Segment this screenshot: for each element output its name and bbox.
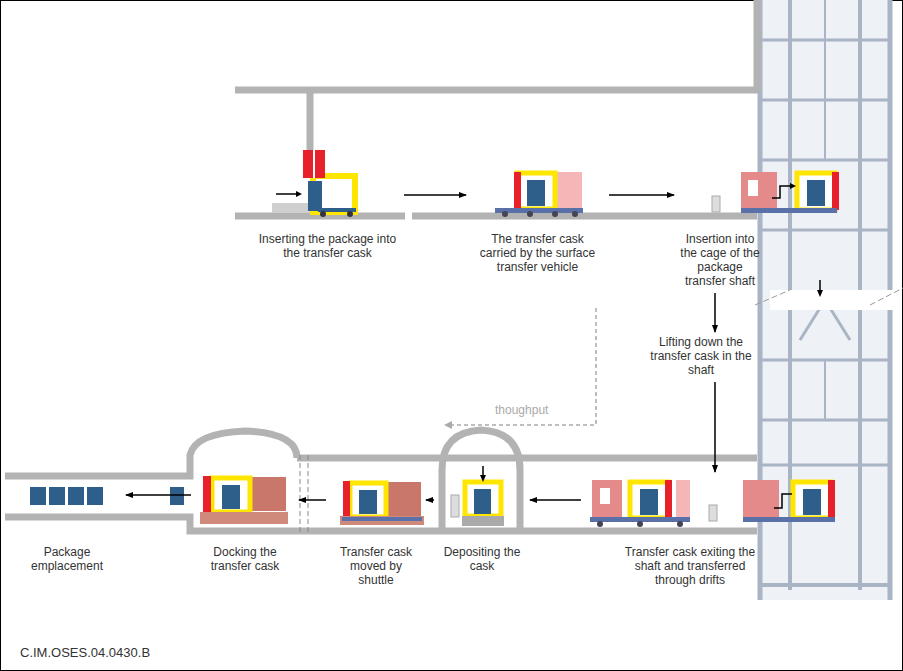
flow-arrow — [299, 499, 326, 501]
step-caption: Transfer cask exiting the shaft and tran… — [620, 545, 760, 587]
step-caption: Insertion into the cage of the package t… — [678, 232, 762, 288]
flow-label: thoughput — [493, 403, 550, 417]
process-step: Lifting down the transfer cask in the sh… — [645, 335, 757, 379]
drift-transfer — [590, 480, 835, 527]
cask-deposit — [451, 466, 504, 526]
docking — [170, 476, 288, 524]
step-caption: The transfer cask carried by the surface… — [472, 232, 604, 274]
process-step: Insertion into the cage of the package t… — [678, 168, 762, 290]
emplaced-packages — [30, 487, 103, 505]
flow-arrow — [426, 499, 434, 501]
process-step: Transfer cask moved by shuttle — [330, 476, 422, 589]
flow-arrow — [714, 382, 716, 472]
process-step: Inserting the package into the transfer … — [255, 148, 400, 262]
step-caption: Transfer cask moved by shuttle — [331, 545, 421, 587]
step-caption: Package emplacement — [17, 545, 117, 573]
shuttle — [340, 481, 424, 525]
insert-station — [272, 150, 356, 217]
throughput-line — [450, 308, 596, 425]
step-caption: Lifting down the transfer cask in the sh… — [646, 335, 756, 377]
gallery-walls — [5, 0, 757, 531]
process-step: Depositing the cask — [438, 430, 526, 575]
surface-vehicle — [495, 172, 583, 217]
process-step: Package emplacement — [12, 480, 122, 575]
step-caption: Docking the transfer cask — [196, 545, 294, 573]
figure-code: C.IM.OSES.04.0430.B — [18, 645, 152, 660]
flow-arrow — [609, 194, 674, 196]
step-caption: Depositing the cask — [439, 545, 525, 573]
process-step: The transfer cask carried by the surface… — [470, 168, 605, 276]
flow-arrow — [530, 499, 581, 501]
process-step: Transfer cask exiting the shaft and tran… — [585, 475, 795, 589]
step-caption: Inserting the package into the transfer … — [258, 232, 398, 260]
flow-arrow — [126, 494, 191, 496]
process-step: Docking the transfer cask — [195, 440, 295, 575]
flow-arrow — [404, 194, 466, 196]
flow-arrow — [714, 293, 716, 332]
